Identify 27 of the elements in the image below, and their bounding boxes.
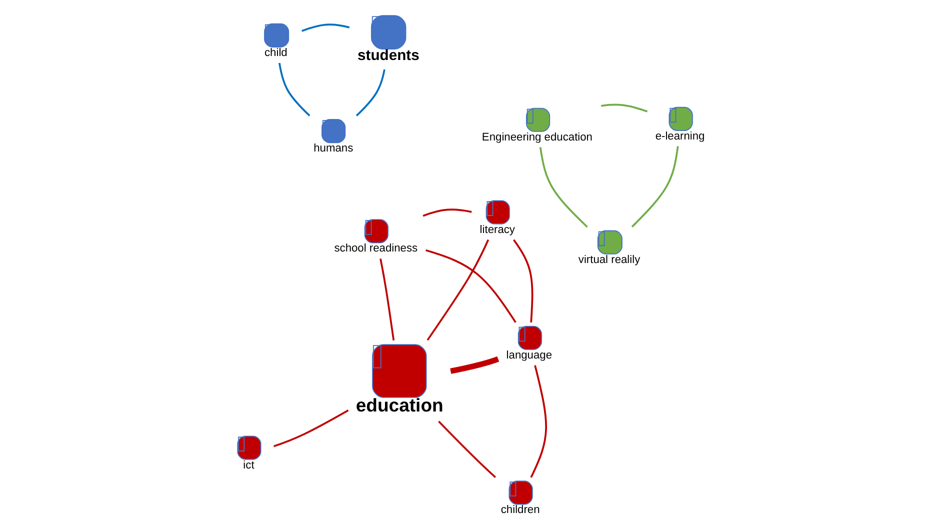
node-label: child [264, 46, 287, 59]
node-label: students [357, 48, 419, 64]
node-label: children [500, 504, 540, 516]
node-label: e-learning [654, 130, 704, 142]
node-label: humans [313, 142, 353, 155]
node-label: language [506, 349, 552, 362]
node-label: ict [242, 459, 254, 472]
node-label: literacy [479, 224, 515, 236]
connector [538, 147, 588, 228]
connector [273, 409, 348, 448]
node-label: school readiness [334, 242, 418, 255]
connector [379, 258, 394, 341]
connector [630, 146, 678, 228]
connector [278, 62, 310, 116]
connector [600, 104, 648, 112]
connector [450, 356, 499, 374]
node-label: virtual realily [578, 254, 640, 266]
connector [425, 249, 516, 323]
connector [301, 24, 350, 32]
node-label: education [355, 394, 443, 416]
connector [438, 420, 496, 478]
connector [512, 239, 533, 322]
node-label: Engineering education [481, 131, 592, 144]
connector [530, 365, 546, 478]
connector [355, 69, 385, 116]
connector [422, 208, 472, 217]
connector [426, 239, 489, 341]
